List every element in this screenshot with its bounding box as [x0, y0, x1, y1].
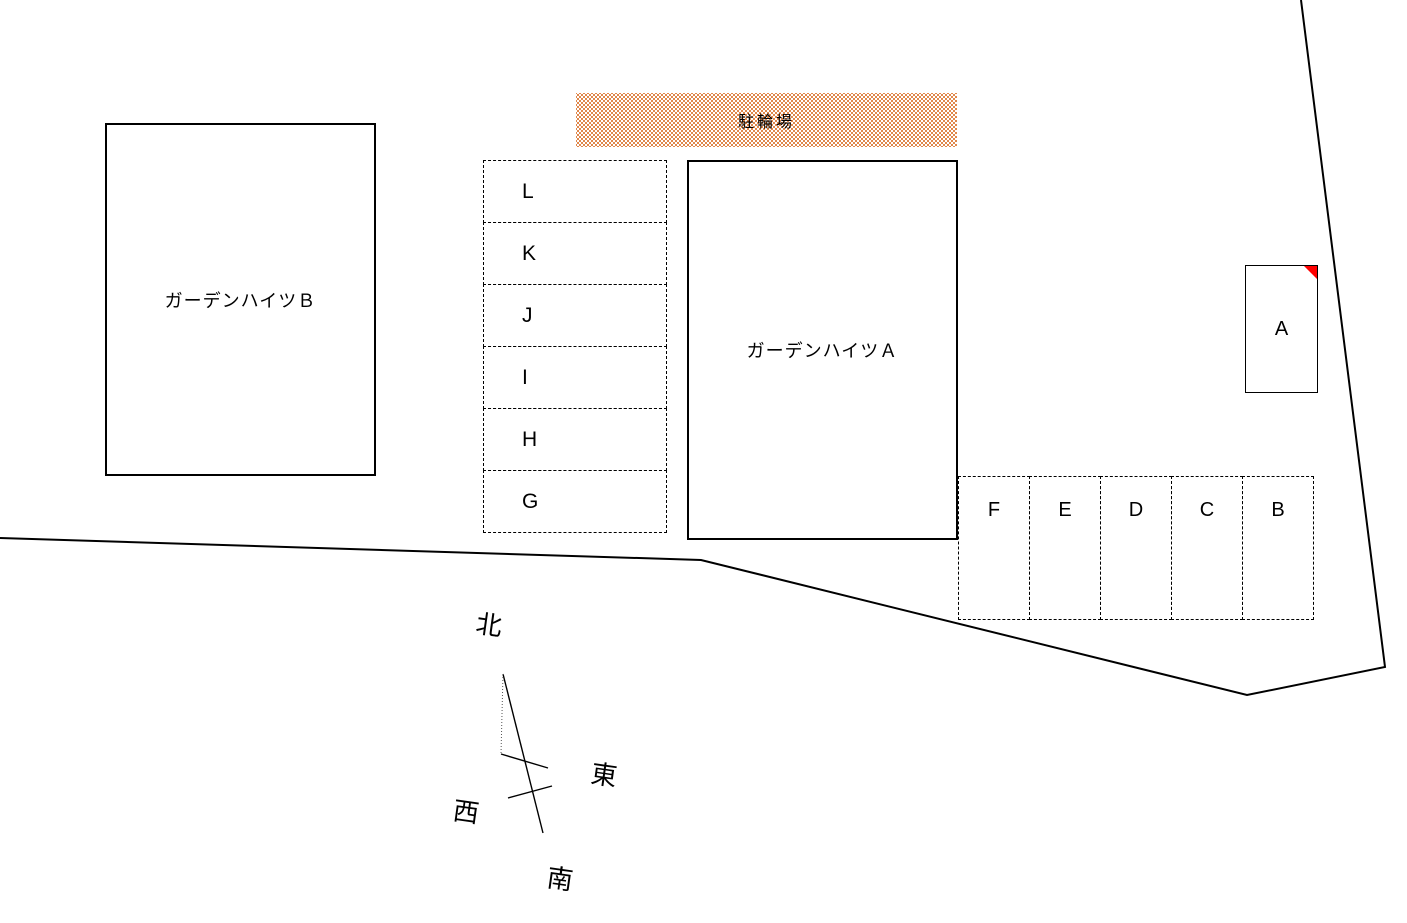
bicycle-parking-area: 駐輪場 [576, 93, 957, 147]
building-b: ガーデンハイツＢ [105, 123, 376, 476]
parking-space-e: E [1029, 476, 1101, 620]
compass-south-label: 南 [545, 862, 575, 896]
parking-space-k: K [483, 222, 667, 285]
compass-crossbar-line [507, 785, 553, 799]
compass-east-label: 東 [589, 758, 619, 792]
north-arrow-flag-left-edge [500, 673, 504, 755]
parking-space-g-label: G [522, 489, 539, 513]
building-b-label: ガーデンハイツＢ [164, 290, 317, 311]
parking-space-d-label: D [1128, 499, 1144, 521]
bicycle-parking-label: 駐輪場 [737, 114, 795, 131]
building-a: ガーデンハイツＡ [687, 160, 958, 540]
parking-space-c-label: C [1199, 499, 1215, 521]
parking-space-d: D [1100, 476, 1172, 620]
parking-space-h-label: H [522, 427, 538, 451]
parking-space-e-label: E [1058, 499, 1072, 521]
parking-space-h: H [483, 408, 667, 471]
compass-west-label: 西 [451, 795, 481, 829]
parking-space-f: F [958, 476, 1030, 620]
building-a-label: ガーデンハイツＡ [746, 341, 899, 361]
parking-space-c: C [1171, 476, 1243, 620]
red-corner-marker [1304, 266, 1317, 279]
parking-column: L K J I H G [483, 160, 667, 533]
parking-space-g: G [483, 470, 667, 533]
parking-space-l-label: L [522, 179, 534, 203]
parking-space-b: B [1242, 476, 1314, 620]
north-arrow-main-line [502, 673, 544, 834]
parking-space-f-label: F [987, 499, 1001, 521]
parking-space-a-label: A [1274, 317, 1289, 340]
parking-space-l: L [483, 160, 667, 223]
parking-space-i: I [483, 346, 667, 409]
parking-space-j-label: J [522, 303, 533, 327]
parking-space-i-label: I [522, 365, 528, 389]
compass-north-label: 北 [474, 608, 504, 642]
parking-space-k-label: K [522, 241, 537, 265]
parking-space-j: J [483, 284, 667, 347]
parking-row: F E D C B [958, 476, 1314, 620]
north-arrow-flag-bottom-edge [500, 753, 549, 769]
parking-space-b-label: B [1271, 499, 1285, 521]
parking-space-a: A [1245, 265, 1318, 393]
